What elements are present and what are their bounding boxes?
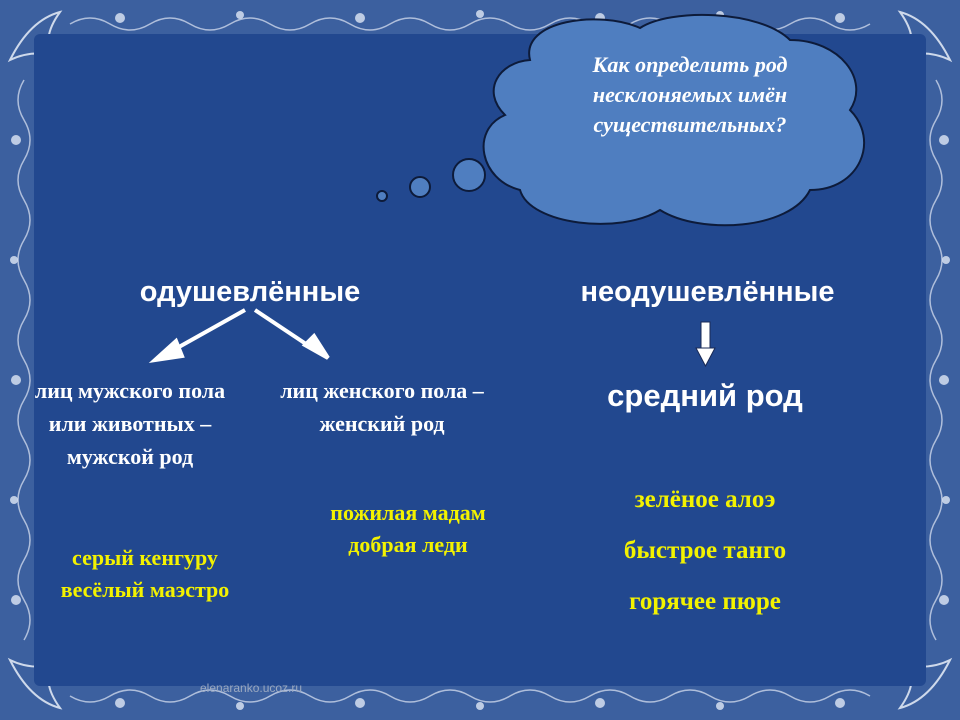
animate-heading: одушевлённые: [139, 276, 361, 308]
example-item: серый кенгуру: [72, 545, 218, 570]
arrow-left-head: [148, 337, 185, 363]
cloud-question: Как определить род несклоняемых имён сущ…: [592, 52, 788, 137]
example-item: пожилая мадам: [330, 500, 486, 525]
example-item: весёлый маэстро: [60, 577, 230, 602]
inanimate-heading: неодушевлённые: [580, 276, 835, 308]
arrow-down-head: [695, 347, 716, 368]
site-credit: elenaranko.ucoz.ru: [200, 681, 303, 695]
neuter-example-1: зелёное алоэ: [634, 486, 776, 513]
neuter-example-3: горячее пюре: [629, 588, 781, 615]
arrow-right-head: [301, 332, 330, 360]
neuter-example-2: быстрое танго: [623, 537, 787, 564]
arrow-down-shaft: [700, 321, 711, 351]
thought-bubble-small: [376, 190, 388, 202]
thought-bubble-large: [452, 158, 486, 192]
neuter-rule: средний род: [607, 378, 803, 413]
feminine-examples: пожилая мадам добрая леди: [298, 497, 518, 561]
thought-bubble-medium: [409, 176, 431, 198]
masculine-examples: серый кенгуру весёлый маэстро: [20, 542, 270, 606]
feminine-rule: лиц женского пола – женский род: [280, 378, 484, 436]
arrow-left-line: [169, 308, 246, 354]
masculine-rule: лиц мужского пола или животных – мужской…: [34, 378, 226, 469]
example-item: добрая леди: [348, 532, 468, 557]
